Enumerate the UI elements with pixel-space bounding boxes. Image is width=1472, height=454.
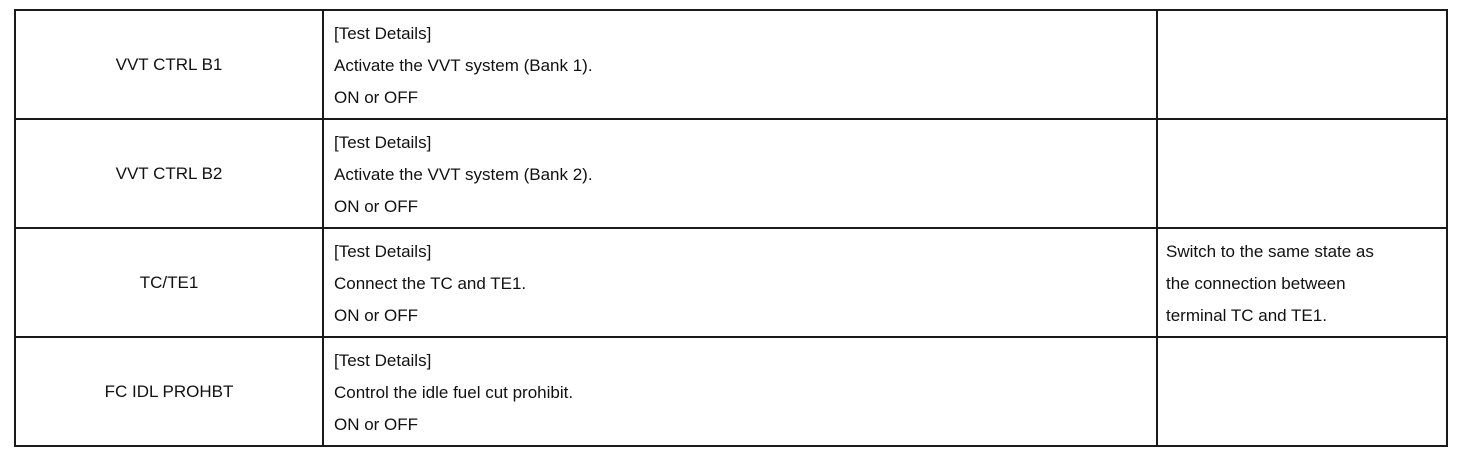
item-cell: FC IDL PROHBT (14, 336, 324, 447)
note-cell: Switch to the same state as the connecti… (1156, 227, 1448, 338)
note-line: terminal TC and TE1. (1166, 305, 1327, 325)
test-details-text: Control the idle fuel cut prohibit. (334, 382, 574, 402)
test-details-options: ON or OFF (334, 87, 419, 107)
table-row: FC IDL PROHBT [Test Details] Control the… (14, 336, 1448, 447)
test-details-header: [Test Details] (334, 23, 432, 43)
test-details-header: [Test Details] (334, 350, 432, 370)
active-test-table: VVT CTRL B1 [Test Details] Activate the … (14, 9, 1448, 447)
note-line: the connection between (1166, 273, 1346, 293)
note-cell (1156, 336, 1448, 447)
item-cell: TC/TE1 (14, 227, 324, 338)
test-details-options: ON or OFF (334, 305, 419, 325)
note-cell (1156, 9, 1448, 120)
active-test-table-container: VVT CTRL B1 [Test Details] Activate the … (14, 9, 1448, 447)
test-details-header: [Test Details] (334, 241, 432, 261)
item-cell: VVT CTRL B1 (14, 9, 324, 120)
test-details-cell: [Test Details] Activate the VVT system (… (322, 118, 1158, 229)
note-cell (1156, 118, 1448, 229)
test-details-text: Activate the VVT system (Bank 1). (334, 55, 593, 75)
note-line: Switch to the same state as (1166, 241, 1374, 261)
test-details-text: Connect the TC and TE1. (334, 273, 527, 293)
test-details-text: Activate the VVT system (Bank 2). (334, 164, 593, 184)
test-details-cell: [Test Details] Activate the VVT system (… (322, 9, 1158, 120)
item-cell: VVT CTRL B2 (14, 118, 324, 229)
table-row: VVT CTRL B1 [Test Details] Activate the … (14, 9, 1448, 120)
test-details-options: ON or OFF (334, 414, 419, 434)
test-details-header: [Test Details] (334, 132, 432, 152)
test-details-options: ON or OFF (334, 196, 419, 216)
test-details-cell: [Test Details] Control the idle fuel cut… (322, 336, 1158, 447)
test-details-cell: [Test Details] Connect the TC and TE1. O… (322, 227, 1158, 338)
table-row: TC/TE1 [Test Details] Connect the TC and… (14, 227, 1448, 338)
table-row: VVT CTRL B2 [Test Details] Activate the … (14, 118, 1448, 229)
